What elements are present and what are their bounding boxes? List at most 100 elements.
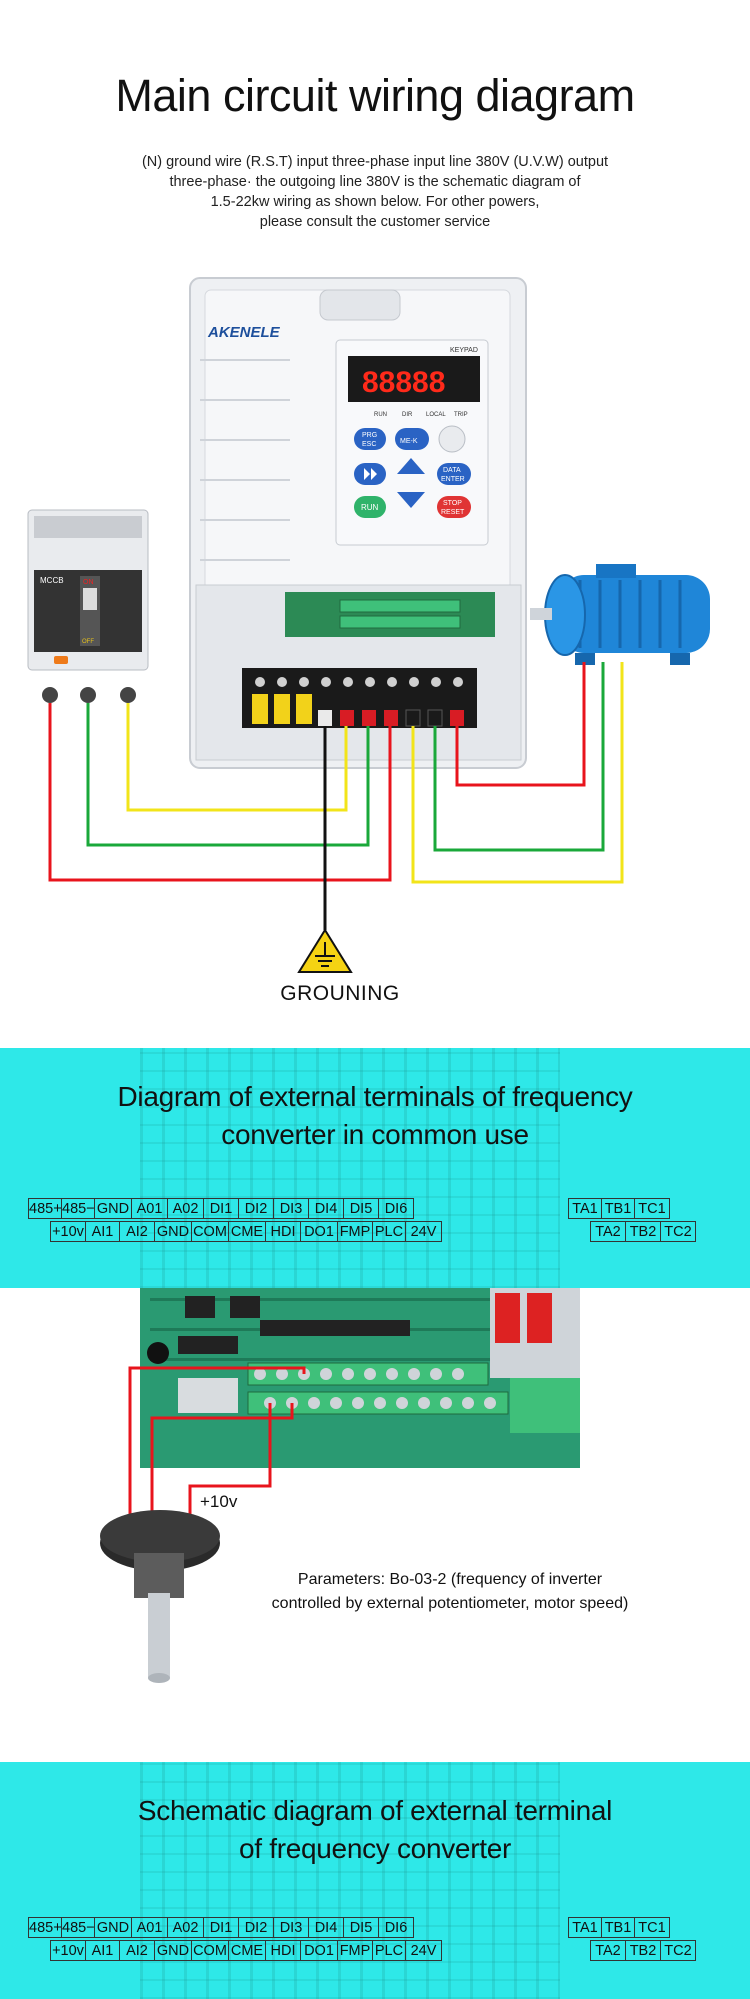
svg-text:LOCAL: LOCAL xyxy=(426,412,446,418)
intro-text: (N) ground wire (R.S.T) input three-phas… xyxy=(55,152,695,232)
breaker-switch[interactable] xyxy=(83,588,97,610)
common-terminals-band: Diagram of external terminals of frequen… xyxy=(0,1048,750,1288)
section2-title: Diagram of external terminals of frequen… xyxy=(0,1078,750,1154)
ground-warning-icon xyxy=(297,928,353,973)
relay-terminals xyxy=(510,1378,580,1433)
terminal-cell: DI2 xyxy=(238,1198,274,1219)
potentiometer xyxy=(100,1510,220,1683)
terminal-cell: TA2 xyxy=(590,1221,626,1242)
me-k-key[interactable] xyxy=(395,428,429,450)
terminal-cell: AI1 xyxy=(85,1221,120,1242)
breaker-indicator xyxy=(54,656,68,664)
terminal-cell: COM xyxy=(191,1940,229,1961)
terminal-cell: 485− xyxy=(61,1198,95,1219)
terminal-cell: A01 xyxy=(131,1198,168,1219)
terminal-cell: 24V xyxy=(405,1221,442,1242)
svg-text:STOP: STOP xyxy=(443,500,462,507)
terminal-cell: PLC xyxy=(372,1940,406,1961)
led-display xyxy=(348,356,480,402)
terminal-cell: PLC xyxy=(372,1221,406,1242)
terminal-cell: DI5 xyxy=(343,1917,379,1938)
control-terminals xyxy=(339,599,461,629)
terminal-cell: TC2 xyxy=(660,1940,696,1961)
fast-forward-icon xyxy=(364,468,377,480)
wire-green-input xyxy=(86,703,370,847)
intro-line: (N) ground wire (R.S.T) input three-phas… xyxy=(141,154,609,170)
up-arrow-key[interactable] xyxy=(397,458,425,474)
terminal-row-1: 485+ 485− GND A01 A02 DI1 DI2 DI3 DI4 DI… xyxy=(28,1917,414,1938)
data-enter-key[interactable] xyxy=(437,463,471,485)
prg-esc-key[interactable] xyxy=(354,428,386,450)
down-arrow-key[interactable] xyxy=(397,492,425,508)
breaker-top-terminals xyxy=(34,516,142,538)
terminal-cell: TC1 xyxy=(634,1198,670,1219)
motor-body xyxy=(560,575,710,653)
relay-row-1: TA1 TB1 TC1 xyxy=(568,1917,670,1938)
svg-text:ESC: ESC xyxy=(362,441,376,448)
terminal-cell: AI2 xyxy=(119,1940,155,1961)
title-line: converter in common use xyxy=(221,1119,529,1150)
terminal-cell: A02 xyxy=(167,1917,204,1938)
terminal-cell: FMP xyxy=(337,1940,373,1961)
terminal-cell: TC2 xyxy=(660,1221,696,1242)
svg-text:RUN: RUN xyxy=(361,503,379,512)
intro-line: three-phase· the outgoing line 380V is t… xyxy=(169,174,581,190)
wire-red-output xyxy=(455,662,586,787)
title-line: of frequency converter xyxy=(239,1833,511,1864)
schematic-terminals-band: Schematic diagram of external terminal o… xyxy=(0,1762,750,1999)
brand-logo: AKENELE xyxy=(207,324,281,341)
terminal-cell: 485+ xyxy=(28,1917,62,1938)
circuit-breaker: MCCB ON OFF xyxy=(27,509,149,703)
jumper-block xyxy=(178,1336,238,1354)
svg-text:ON: ON xyxy=(83,579,94,586)
intro-line: please consult the customer service xyxy=(259,214,491,230)
potentiometer-shaft[interactable] xyxy=(148,1593,170,1678)
run-key[interactable] xyxy=(354,496,386,518)
svg-text:OFF: OFF xyxy=(82,639,94,645)
terminal-cell: COM xyxy=(191,1221,229,1242)
terminal-cell: DO1 xyxy=(300,1221,338,1242)
terminal-cell: TB1 xyxy=(601,1198,635,1219)
terminal-cell: GND xyxy=(94,1917,132,1938)
keypad-label: KEYPAD xyxy=(450,347,478,354)
stop-reset-key[interactable] xyxy=(437,496,471,518)
terminal-cell: DI5 xyxy=(343,1198,379,1219)
motor-junction-box xyxy=(596,564,636,578)
svg-text:RESET: RESET xyxy=(441,509,465,516)
relay-row-2: TA2 TB2 TC2 xyxy=(590,1221,696,1242)
section3-title: Schematic diagram of external terminal o… xyxy=(0,1792,750,1868)
terminal-cell: DI4 xyxy=(308,1198,344,1219)
title-line: Schematic diagram of external terminal xyxy=(137,1795,613,1826)
svg-text:ME-K: ME-K xyxy=(400,438,418,445)
svg-text:PRG: PRG xyxy=(362,432,377,439)
potentiometer-bushing xyxy=(134,1553,184,1598)
potentiometer-wiring-diagram xyxy=(100,1288,580,1683)
terminal-row-2: +10v AI1 AI2 GND COM CME HDI DO1 FMP PLC… xyxy=(50,1221,442,1242)
breaker-bottom-terminals xyxy=(42,687,136,703)
title-line: Diagram of external terminals of frequen… xyxy=(117,1081,633,1112)
terminal-cell: +10v xyxy=(50,1940,86,1961)
handle xyxy=(319,289,401,321)
terminal-cell: TB1 xyxy=(601,1917,635,1938)
terminal-cell: DI6 xyxy=(378,1917,414,1938)
svg-text:RUN: RUN xyxy=(374,412,387,418)
main-wiring-diagram: AKENELE KEYPAD 88888 RUN DIR LOCAL TRIP … xyxy=(27,277,710,973)
terminal-cell: DI4 xyxy=(308,1917,344,1938)
terminal-cell: DI1 xyxy=(203,1917,239,1938)
breaker-slot xyxy=(80,576,100,646)
terminal-cell: HDI xyxy=(265,1221,301,1242)
terminal-cell: CME xyxy=(228,1940,266,1961)
grounding-label: GROUNING xyxy=(280,982,400,1005)
terminal-cell: +10v xyxy=(50,1221,86,1242)
terminal-cell: AI2 xyxy=(119,1221,155,1242)
potentiometer-knob[interactable] xyxy=(438,425,466,453)
terminal-cell: 24V xyxy=(405,1940,442,1961)
terminal-cell: 485− xyxy=(61,1917,95,1938)
svg-text:DATA: DATA xyxy=(443,467,461,474)
inverter: AKENELE KEYPAD 88888 RUN DIR LOCAL TRIP … xyxy=(189,277,527,769)
terminal-row-2: +10v AI1 AI2 GND COM CME HDI DO1 FMP PLC… xyxy=(50,1940,442,1961)
breaker-label: MCCB xyxy=(40,576,64,585)
plus10v-label: +10v xyxy=(200,1492,238,1511)
terminal-cell: AI1 xyxy=(85,1940,120,1961)
wire-yellow-output xyxy=(411,662,624,884)
